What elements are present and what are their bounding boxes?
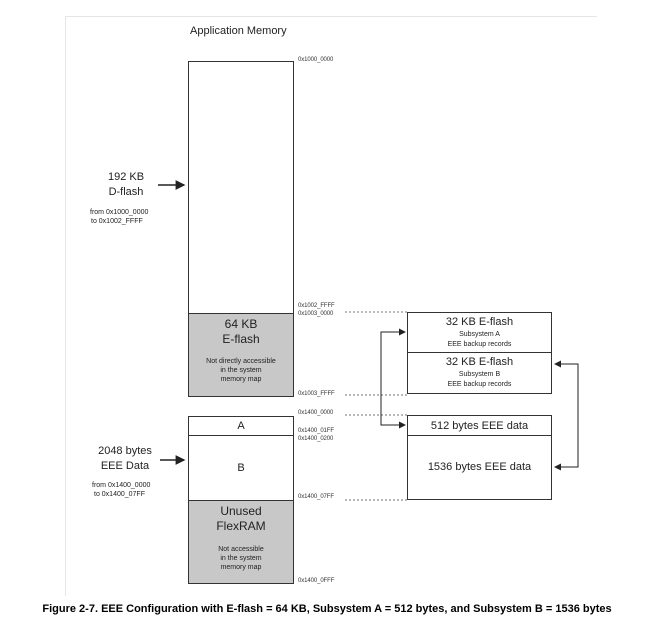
address-label: 0x1002_FFFF xyxy=(298,303,335,309)
sub-b-line2: EEE backup records xyxy=(447,381,512,388)
address-label: 0x1400_07FF xyxy=(298,494,334,500)
dflash-size-label: 192 KB xyxy=(107,171,145,183)
address-label: 0x1000_0000 xyxy=(298,57,334,63)
eflash-note-2: in the system xyxy=(220,367,262,374)
sub-b-line1: Subsystem B xyxy=(458,371,501,378)
address-label: 0x1003_FFFF xyxy=(298,391,335,397)
block-b-label: B xyxy=(237,462,245,474)
dflash-to-label: to 0x1002_FFFF xyxy=(91,218,143,225)
eee-size-label: 2048 bytes xyxy=(98,445,152,457)
address-label: 0x1400_01FF xyxy=(298,428,334,434)
block-a-label: A xyxy=(237,420,245,432)
unused-label-2: FlexRAM xyxy=(216,519,266,533)
connector-layer xyxy=(158,180,579,501)
diagram-title: Application Memory xyxy=(190,25,287,37)
frame-top-line xyxy=(65,16,597,17)
eflash-note-1: Not directly accessible xyxy=(206,358,276,365)
dflash-from-label: from 0x1000_0000 xyxy=(90,209,149,216)
unused-flexram-block: Unused FlexRAM Not accessible in the sys… xyxy=(188,500,294,584)
sub-a-line2: EEE backup records xyxy=(447,341,512,348)
eflash-size: 64 KB xyxy=(224,317,258,331)
eee-a-label: 512 bytes EEE data xyxy=(430,420,529,432)
eee-b-label: 1536 bytes EEE data xyxy=(427,461,532,473)
eee-from-label: from 0x1400_0000 xyxy=(92,482,151,489)
eee-data-b-box: 1536 bytes EEE data xyxy=(407,435,552,500)
unused-label-1: Unused xyxy=(220,504,262,518)
address-label: 0x1400_0FFF xyxy=(298,578,335,584)
address-label: 0x1400_0000 xyxy=(298,410,334,416)
address-label: 0x1400_0200 xyxy=(298,436,334,442)
eee-name-label: EEE Data xyxy=(100,460,150,472)
eflash-block: 64 KB E-flash Not directly accessible in… xyxy=(188,313,294,397)
eflash-note-3: memory map xyxy=(220,376,262,383)
sub-b-title: 32 KB E-flash xyxy=(445,356,514,368)
unused-note-3: memory map xyxy=(220,564,262,571)
unused-note-2: in the system xyxy=(220,555,262,562)
subsystem-b-link xyxy=(556,363,579,468)
sub-a-line1: Subsystem A xyxy=(459,331,500,338)
figure-caption: Figure 2-7. EEE Configuration with E-fla… xyxy=(42,603,612,615)
unused-note-1: Not accessible xyxy=(218,546,264,553)
frame-left-line xyxy=(65,16,66,596)
eee-to-label: to 0x1400_07FF xyxy=(94,491,145,498)
sub-a-title: 32 KB E-flash xyxy=(445,316,514,328)
eflash-name: E-flash xyxy=(222,332,260,346)
subsystem-b-eflash-box: 32 KB E-flash Subsystem B EEE backup rec… xyxy=(407,352,552,394)
dflash-name-label: D-flash xyxy=(108,186,144,198)
address-label: 0x1003_0000 xyxy=(298,311,334,317)
subsystem-a-link xyxy=(380,331,403,426)
subsystem-a-eflash-box: 32 KB E-flash Subsystem A EEE backup rec… xyxy=(407,312,552,353)
